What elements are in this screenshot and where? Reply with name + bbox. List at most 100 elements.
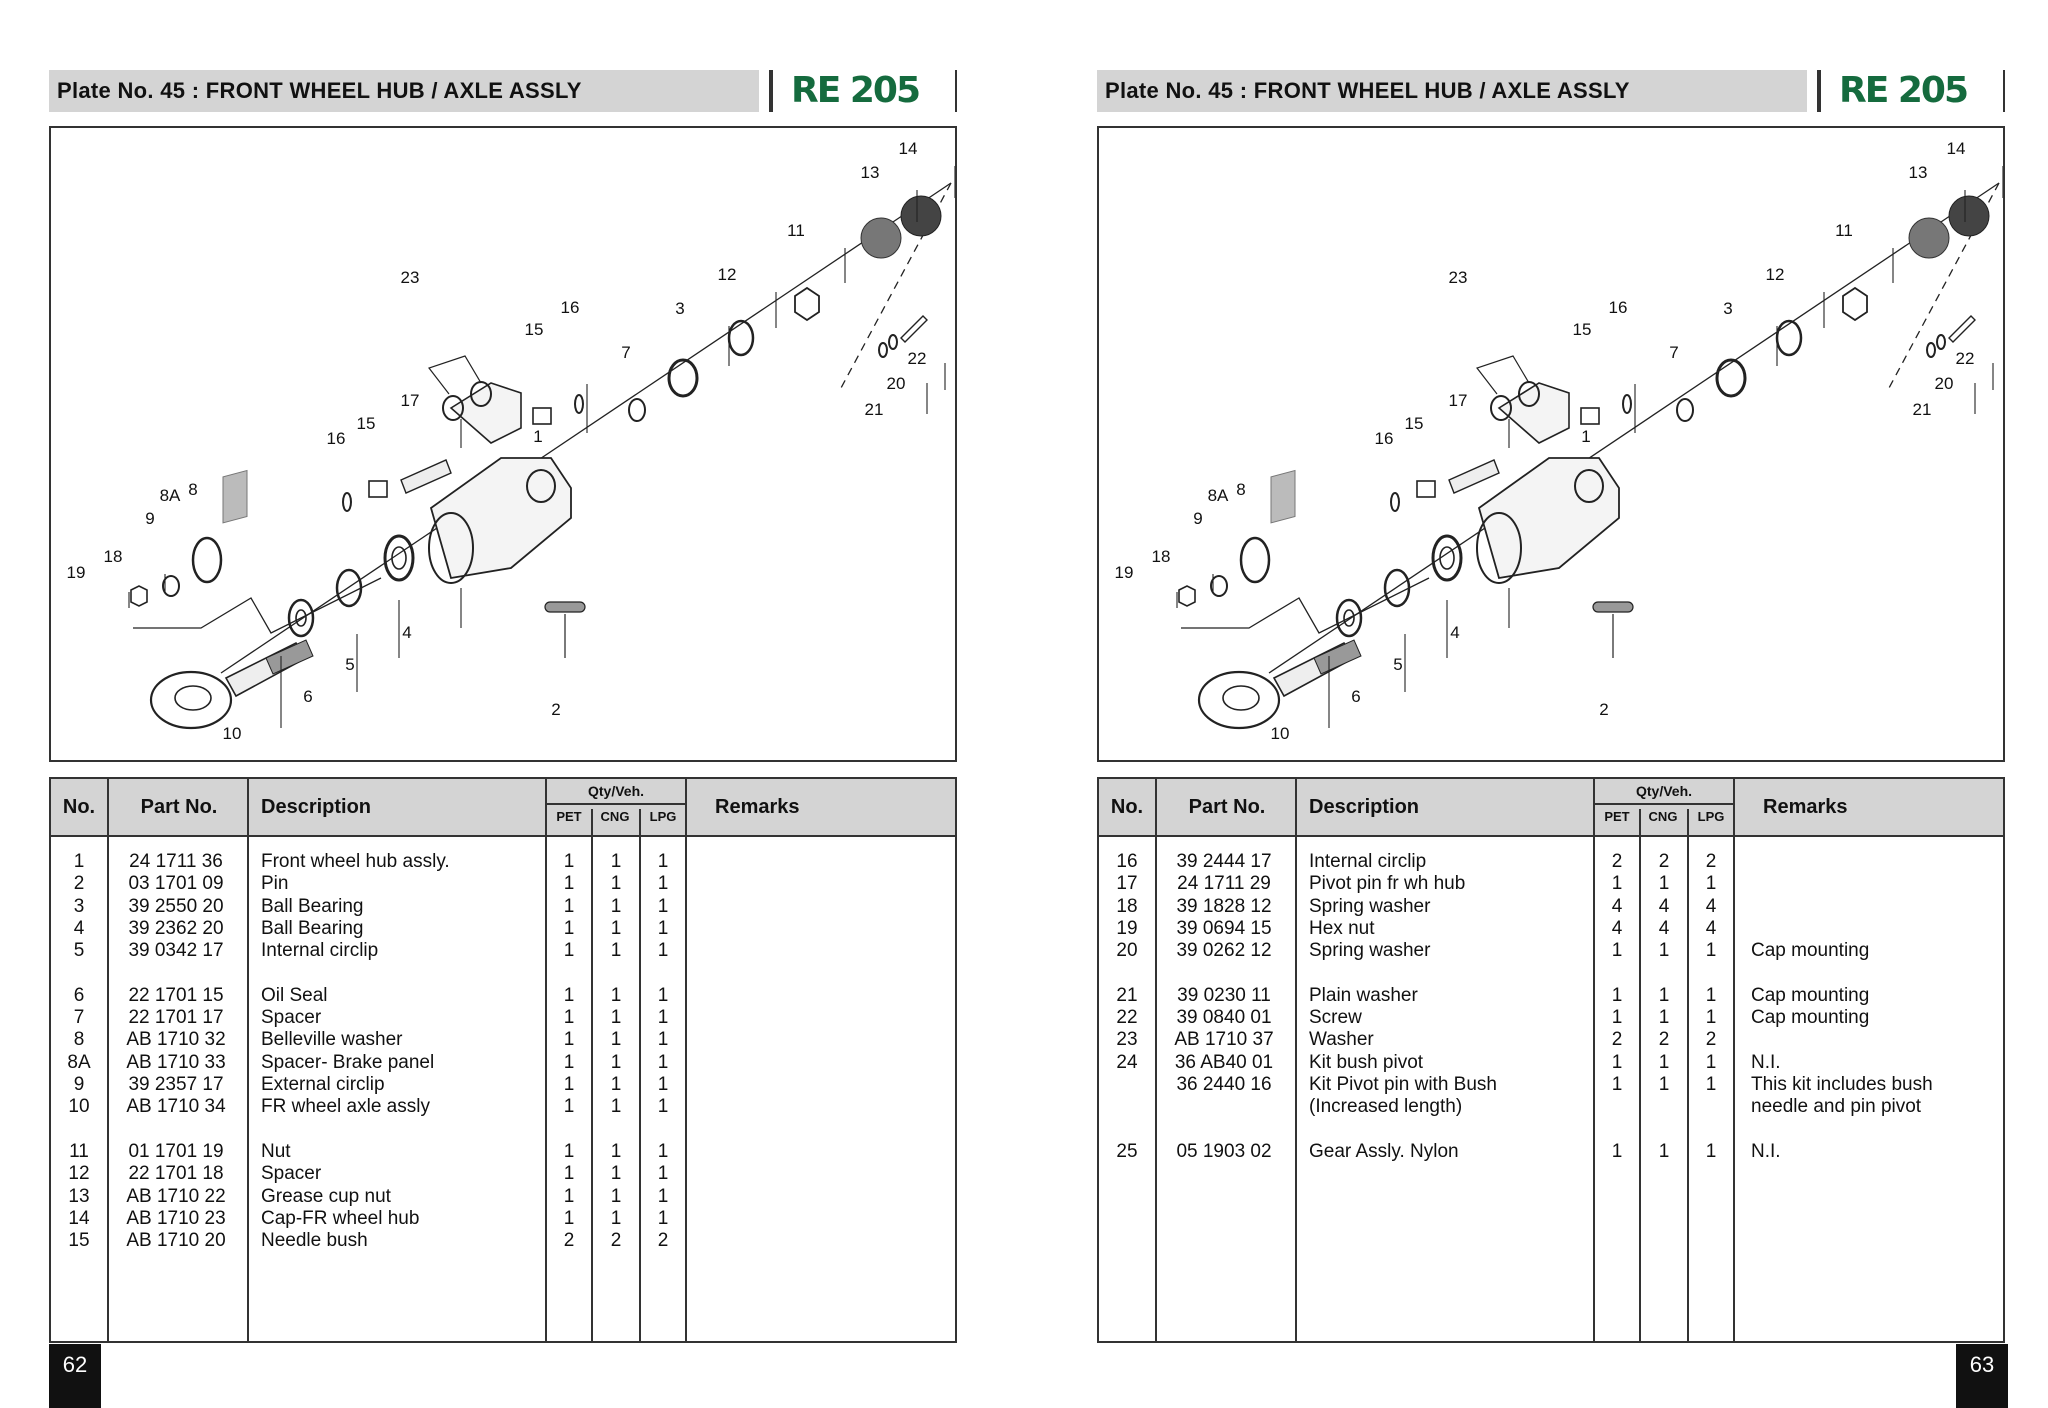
row-qty-pet: 1	[563, 1029, 575, 1051]
left-page: Plate No. 45 : FRONT WHEEL HUB / AXLE AS…	[49, 70, 957, 1408]
callout-label: 19	[67, 563, 86, 582]
row-qty-pet: 1	[563, 1096, 575, 1118]
row-part-no: AB 1710 23	[126, 1207, 226, 1229]
circlip	[574, 394, 584, 414]
row-part-no: 24 1711 36	[129, 851, 223, 872]
row-qty-lpg: 1	[1705, 873, 1717, 895]
callout-label: 9	[1193, 509, 1202, 528]
row-qty-cng: 1	[610, 1007, 622, 1029]
row-description: Needle bush	[261, 1230, 368, 1252]
spacer	[1775, 319, 1803, 357]
row-qty-lpg: 1	[657, 1051, 669, 1073]
row-part-no: 39 2550 20	[128, 895, 224, 917]
row-qty-lpg: 1	[1705, 1074, 1717, 1095]
plate-header: Plate No. 45 : FRONT WHEEL HUB / AXLE AS…	[49, 70, 957, 112]
page-number: 62	[49, 1344, 101, 1408]
needle-bush	[532, 407, 552, 425]
plain-washer	[1936, 334, 1946, 350]
row-part-no: AB 1710 20	[126, 1230, 226, 1252]
row-qty-pet: 1	[563, 873, 575, 895]
row-qty-lpg: 2	[1705, 1029, 1717, 1051]
row-qty-cng: 1	[610, 1074, 622, 1095]
row-no: 8A	[67, 1051, 91, 1073]
spring-washer	[1210, 575, 1228, 597]
row-qty-pet: 1	[563, 1074, 575, 1095]
pivot-pin	[1448, 459, 1500, 494]
callout-label: 21	[865, 400, 884, 419]
row-qty-pet: 1	[563, 895, 575, 917]
row-no: 18	[1116, 895, 1138, 917]
row-qty-lpg: 1	[1705, 1140, 1717, 1162]
row-qty-lpg: 1	[657, 940, 669, 962]
col-part-no: Part No.	[1188, 796, 1266, 818]
row-description: Screw	[1309, 1007, 1362, 1029]
row-qty-pet: 1	[1611, 873, 1623, 895]
spring-washer	[162, 575, 180, 597]
external-circlip	[1239, 536, 1271, 584]
row-qty-pet: 1	[563, 917, 575, 939]
hub-pivot-arm	[1497, 382, 1570, 444]
header-divider	[2003, 70, 2005, 112]
external-circlip	[191, 536, 223, 584]
washer	[1490, 395, 1512, 421]
row-part-no: AB 1710 37	[1174, 1029, 1274, 1051]
row-no: 5	[73, 940, 85, 962]
callout-label: 16	[561, 298, 580, 317]
row-no: 25	[1116, 1140, 1138, 1162]
callout-label: 4	[402, 623, 411, 642]
row-qty-lpg: 1	[657, 1163, 669, 1185]
callout-label: 8	[1236, 480, 1245, 499]
hub-body	[429, 457, 572, 580]
axis-line	[1181, 577, 1430, 634]
row-description: Pivot pin fr wh hub	[1309, 873, 1466, 895]
col-remarks: Remarks	[1763, 796, 1848, 818]
callout-label: 18	[1152, 547, 1171, 566]
row-qty-pet: 1	[563, 984, 575, 1006]
callout-label: 8	[188, 480, 197, 499]
row-part-no: 22 1701 15	[128, 984, 224, 1006]
callout-label: 10	[223, 724, 242, 743]
callout-label: 20	[887, 374, 906, 393]
row-qty-pet: 1	[563, 851, 575, 872]
row-qty-cng: 1	[610, 1051, 622, 1073]
col-line	[1639, 809, 1641, 1341]
oil-seal	[287, 598, 315, 638]
row-qty-pet: 1	[563, 1051, 575, 1073]
row-no: 8	[73, 1029, 85, 1051]
row-no: 20	[1116, 940, 1138, 962]
col-line	[1733, 779, 1735, 1341]
axle-flange	[149, 670, 233, 730]
axle-flange	[1197, 670, 1281, 730]
row-qty-pet: 4	[1611, 917, 1623, 939]
dashed-line	[1888, 182, 2000, 389]
row-description: Kit bush pivot	[1309, 1051, 1424, 1073]
row-description: Plain washer	[1309, 984, 1418, 1006]
row-remarks: N.I.	[1751, 1051, 1781, 1073]
row-qty-lpg: 1	[657, 1074, 669, 1095]
callout-label: 16	[1375, 429, 1394, 448]
page-number: 63	[1956, 1344, 2008, 1408]
callout-label: 7	[621, 343, 630, 362]
callout-label: 5	[345, 655, 354, 674]
row-remarks: Cap mounting	[1751, 984, 1870, 1006]
row-qty-cng: 1	[610, 940, 622, 962]
screw	[900, 315, 928, 343]
screw	[1948, 315, 1976, 343]
pivot-pin	[400, 459, 452, 494]
row-qty-cng: 1	[610, 1096, 622, 1118]
needle-bush	[1580, 407, 1600, 425]
spring-washer	[1926, 342, 1936, 358]
row-remarks: Cap mounting	[1751, 1007, 1870, 1029]
row-no: 23	[1116, 1029, 1138, 1051]
callout-label: 16	[1609, 298, 1628, 317]
callout-label: 19	[1115, 563, 1134, 582]
row-qty-pet: 1	[563, 1185, 575, 1207]
row-part-no: 24 1711 29	[1177, 873, 1271, 895]
callout-label: 10	[1271, 724, 1290, 743]
spacer	[1676, 398, 1694, 422]
